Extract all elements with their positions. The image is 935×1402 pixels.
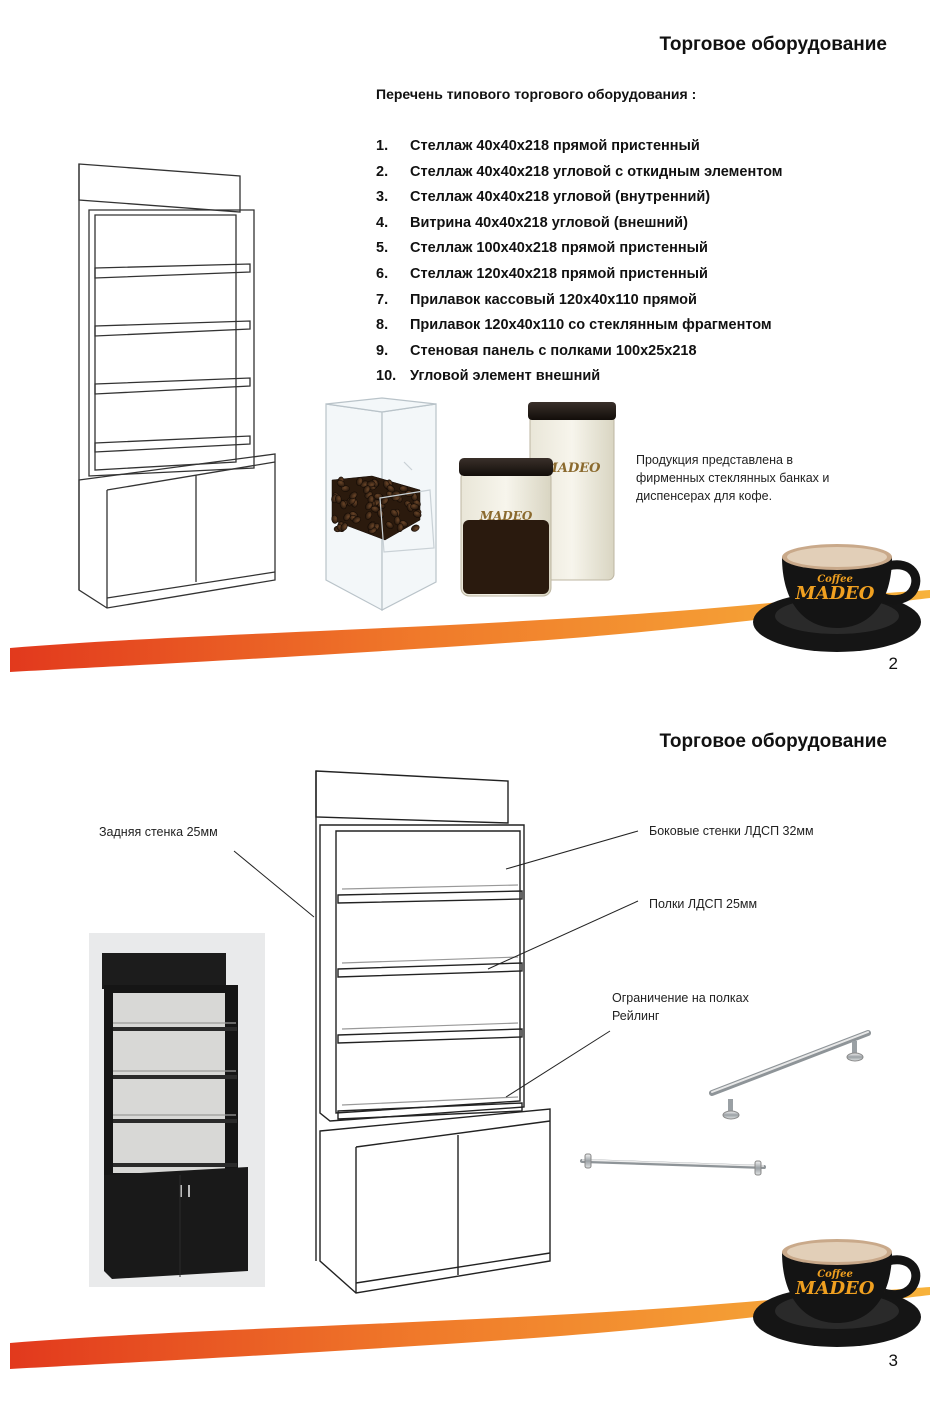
page-number: 3 — [888, 1351, 898, 1370]
page-title: Торговое оборудование — [659, 34, 887, 55]
back-wall-label: Задняя стенка 25мм — [99, 825, 218, 839]
madeo-cup-logo: Coffee MADEO — [753, 1239, 921, 1347]
coffee-bean — [385, 521, 394, 530]
jar-brand-text: MADEO — [479, 509, 533, 523]
coffee-bean — [399, 485, 409, 493]
list-item: 7.Прилавок кассовый 120х40х110 прямой — [376, 291, 697, 308]
shelf-limit-label: Ограничение на полках Рейлинг — [612, 991, 749, 1023]
page-2-sheet: Торговое оборудование Перечень типового … — [10, 34, 930, 673]
list-item: 9.Стеновая панель с полками 100х25х218 — [376, 342, 697, 359]
list-item: 4.Витрина 40х40х218 угловой (внешний) — [376, 214, 688, 231]
list-item: 6.Стеллаж 120х40х218 прямой пристенный — [376, 265, 708, 282]
list-item: 10.Угловой элемент внешний — [376, 368, 601, 385]
coffee-bean — [393, 516, 401, 526]
railing-photos — [580, 1030, 871, 1176]
shelving-drawing — [78, 163, 276, 609]
page-number: 2 — [888, 654, 898, 673]
coffee-bean — [339, 500, 347, 510]
coffee-bean — [367, 521, 376, 530]
page-3-sheet: Торговое оборудование — [0, 701, 935, 1402]
coffee-bean — [411, 524, 420, 532]
coffee-bean — [410, 503, 420, 511]
coffee-bean — [340, 522, 348, 531]
jar-brand-text: MADEO — [543, 461, 602, 476]
coffee-bean — [349, 491, 358, 500]
equipment-list: 1.Стеллаж 40х40х218 прямой пристенный 2.… — [376, 134, 783, 390]
shelving-schematic — [233, 770, 639, 1294]
list-item: 8.Прилавок 120х40х110 со стеклянным фраг… — [376, 317, 772, 334]
coffee-bean — [380, 497, 389, 505]
coffee-jars-image: MADEO MADEO — [459, 402, 616, 597]
coffee-bean — [365, 511, 373, 520]
product-note: Продукция представлена в фирменных стекл… — [636, 453, 830, 503]
shelves-label: Полки ЛДСП 25мм — [649, 897, 758, 911]
railing-photo-angled — [709, 1030, 871, 1120]
coffee-bean — [412, 510, 422, 518]
coffee-bean — [336, 479, 346, 488]
logo-coffee-text: Coffee — [817, 1269, 853, 1280]
orange-swoosh-decoration — [10, 590, 930, 672]
logo-coffee-text: Coffee — [817, 574, 853, 585]
coffee-bean — [352, 516, 361, 524]
coffee-bean — [335, 494, 342, 504]
orange-swoosh-decoration — [10, 1287, 930, 1369]
coffee-bean — [366, 480, 376, 488]
list-item: 2.Стеллаж 40х40х218 угловой с откидным э… — [376, 163, 783, 180]
railing-photo-straight — [580, 1153, 766, 1176]
coffee-bean — [356, 477, 363, 486]
coffee-bean — [396, 523, 404, 533]
coffee-bean — [365, 501, 373, 510]
black-shelving-photo — [89, 933, 265, 1287]
list-title: Перечень типового торгового оборудования… — [376, 86, 697, 102]
coffee-bean — [331, 514, 338, 524]
coffee-bean — [343, 512, 351, 521]
list-item: 3.Стеллаж 40х40х218 угловой (внутренний) — [376, 189, 711, 206]
coffee-bean — [386, 485, 395, 493]
logo-madeo-text: MADEO — [795, 1278, 875, 1299]
coffee-dispenser-image — [325, 397, 437, 612]
list-item: 5.Стеллаж 100х40х218 прямой пристенный — [376, 240, 708, 257]
side-walls-label: Боковые стенки ЛДСП 32мм — [649, 824, 814, 838]
logo-madeo-text: MADEO — [795, 583, 875, 604]
page-title: Торговое оборудование — [659, 731, 887, 752]
madeo-cup-logo: Coffee MADEO — [753, 544, 921, 652]
coffee-bean — [363, 485, 371, 494]
list-item: 1.Стеллаж 40х40х218 прямой пристенный — [376, 138, 700, 154]
